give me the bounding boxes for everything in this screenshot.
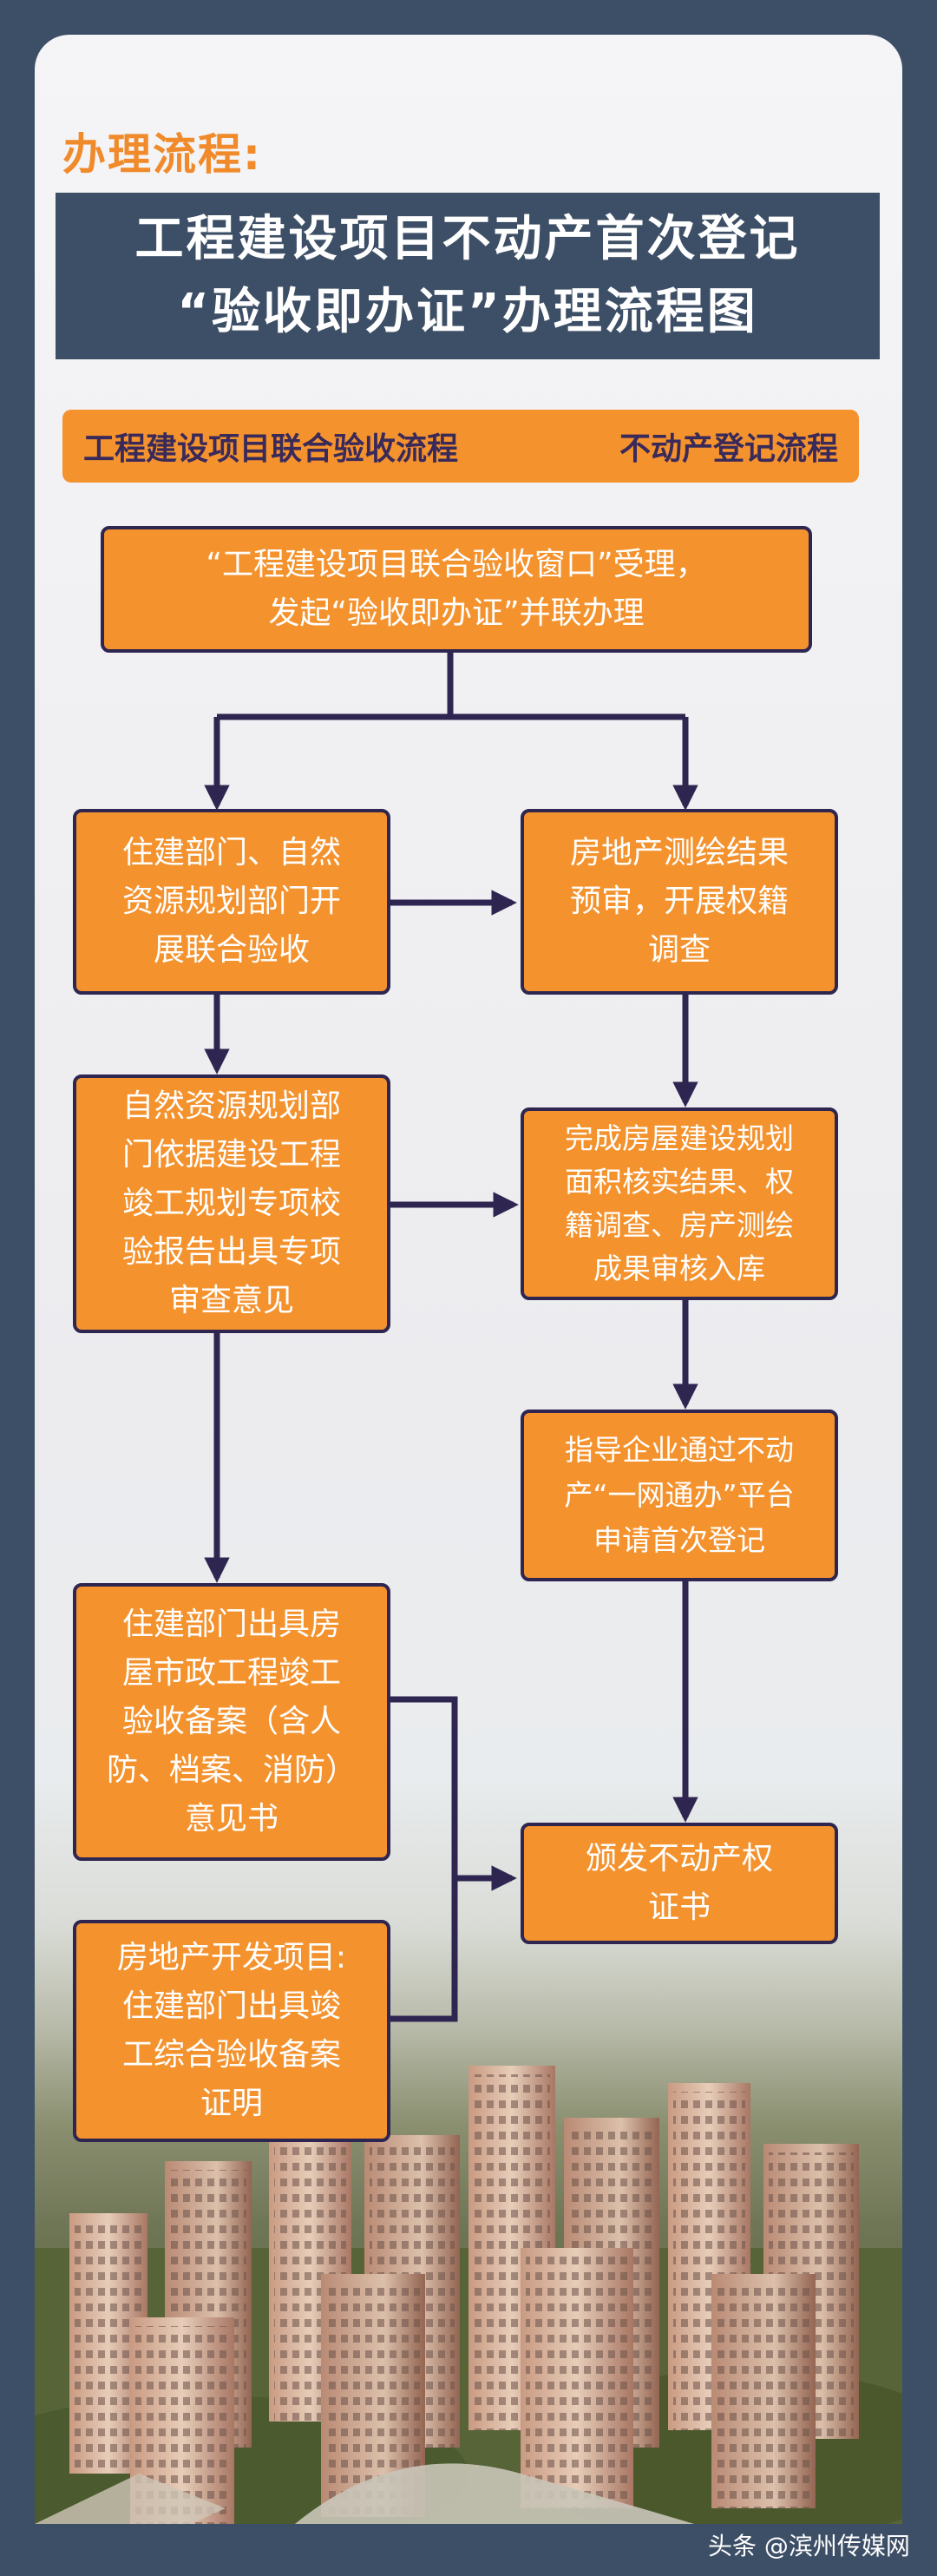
subtitle-left: 工程建设项目联合验收流程 [83,431,459,467]
node-left1-line: 资源规划部门开 [121,884,341,919]
title-banner: 工程建设项目不动产首次登记 “验收即办证”办理流程图 [56,193,880,359]
node-left3-line: 验收备案（含人 [121,1704,341,1739]
node-right1-line: 房地产测绘结果 [569,835,789,871]
node-final-line: 颁发不动产权 [585,1841,773,1876]
node-left1-line: 展联合验收 [153,932,310,968]
node-right3-line: 产“一网通办”平台 [564,1478,795,1512]
node-right2-line: 完成房屋建设规划 [565,1121,794,1155]
node-left1: 住建部门、自然资源规划部门开展联合验收 [73,809,390,995]
node-left4-line: 住建部门出具竣 [121,1988,341,2024]
subtitle-right: 不动产登记流程 [619,431,838,467]
node-right1: 房地产测绘结果预审，开展权籍调查 [521,809,838,995]
subtitle-bar: 工程建设项目联合验收流程 不动产登记流程 [62,410,859,483]
node-left3-line: 意见书 [184,1801,278,1837]
node-right3-line: 指导企业通过不动 [564,1433,794,1467]
node-final-line: 证书 [647,1889,711,1925]
node-right1-line: 调查 [647,932,711,968]
node-left3-line: 防、档案、消防） [106,1752,357,1788]
building-windows [717,2283,810,2508]
node-right1-line: 预审，开展权籍 [569,884,789,919]
node-right3: 指导企业通过不动产“一网通办”平台申请首次登记 [521,1410,838,1581]
node-left2-line: 验报告出具专项 [121,1234,341,1270]
node-left3-line: 屋市政工程竣工 [121,1655,341,1691]
node-right2-line: 成果审核入库 [593,1252,765,1285]
section-heading: 办理流程: [62,129,262,180]
node-start-line: “工程建设项目联合验收窗口”受理， [206,547,707,582]
node-left2-line: 门依据建设工程 [121,1137,341,1173]
node-right2: 完成房屋建设规划面积核实结果、权籍调查、房产测绘成果审核入库 [521,1107,838,1300]
arrow-left3-join [390,1696,458,2022]
node-left2-line: 审查意见 [168,1283,294,1318]
node-right2-line: 籍调查、房产测绘 [565,1208,794,1242]
building-windows [526,2257,628,2508]
node-left4-line: 工综合验收备案 [121,2037,341,2073]
node-left2-line: 自然资源规划部 [121,1088,341,1124]
node-left4-line: 房地产开发项目: [116,1940,347,1975]
node-left4: 房地产开发项目: 住建部门出具竣工综合验收备案证明 [73,1920,390,2142]
node-left3: 住建部门出具房屋市政工程竣工验收备案（含人防、档案、消防） 意见书 [73,1583,390,1861]
node-final: 颁发不动产权证书 [521,1823,838,1944]
node-right3-line: 申请首次登记 [593,1523,765,1557]
node-left1-line: 住建部门、自然 [121,835,341,871]
node-start: “工程建设项目联合验收窗口”受理， 发起“验收即办证”并联办理 [101,526,812,653]
node-right2-line: 面积核实结果、权 [565,1165,794,1199]
node-start-line: 发起“验收即办证”并联办理 [268,595,645,631]
watermark: 头条 @滨州传媒网 [708,2532,910,2560]
node-left2: 自然资源规划部门依据建设工程竣工规划专项校验报告出具专项审查意见 [73,1074,390,1333]
node-left4-line: 证明 [200,2086,263,2121]
title-line-1: 工程建设项目不动产首次登记 [134,211,801,267]
title-line-2: “验收即办证”办理流程图 [177,284,758,340]
node-left3-line: 住建部门出具房 [121,1607,341,1642]
building-illustration [35,2066,902,2524]
node-left2-line: 竣工规划专项校 [121,1186,341,1221]
